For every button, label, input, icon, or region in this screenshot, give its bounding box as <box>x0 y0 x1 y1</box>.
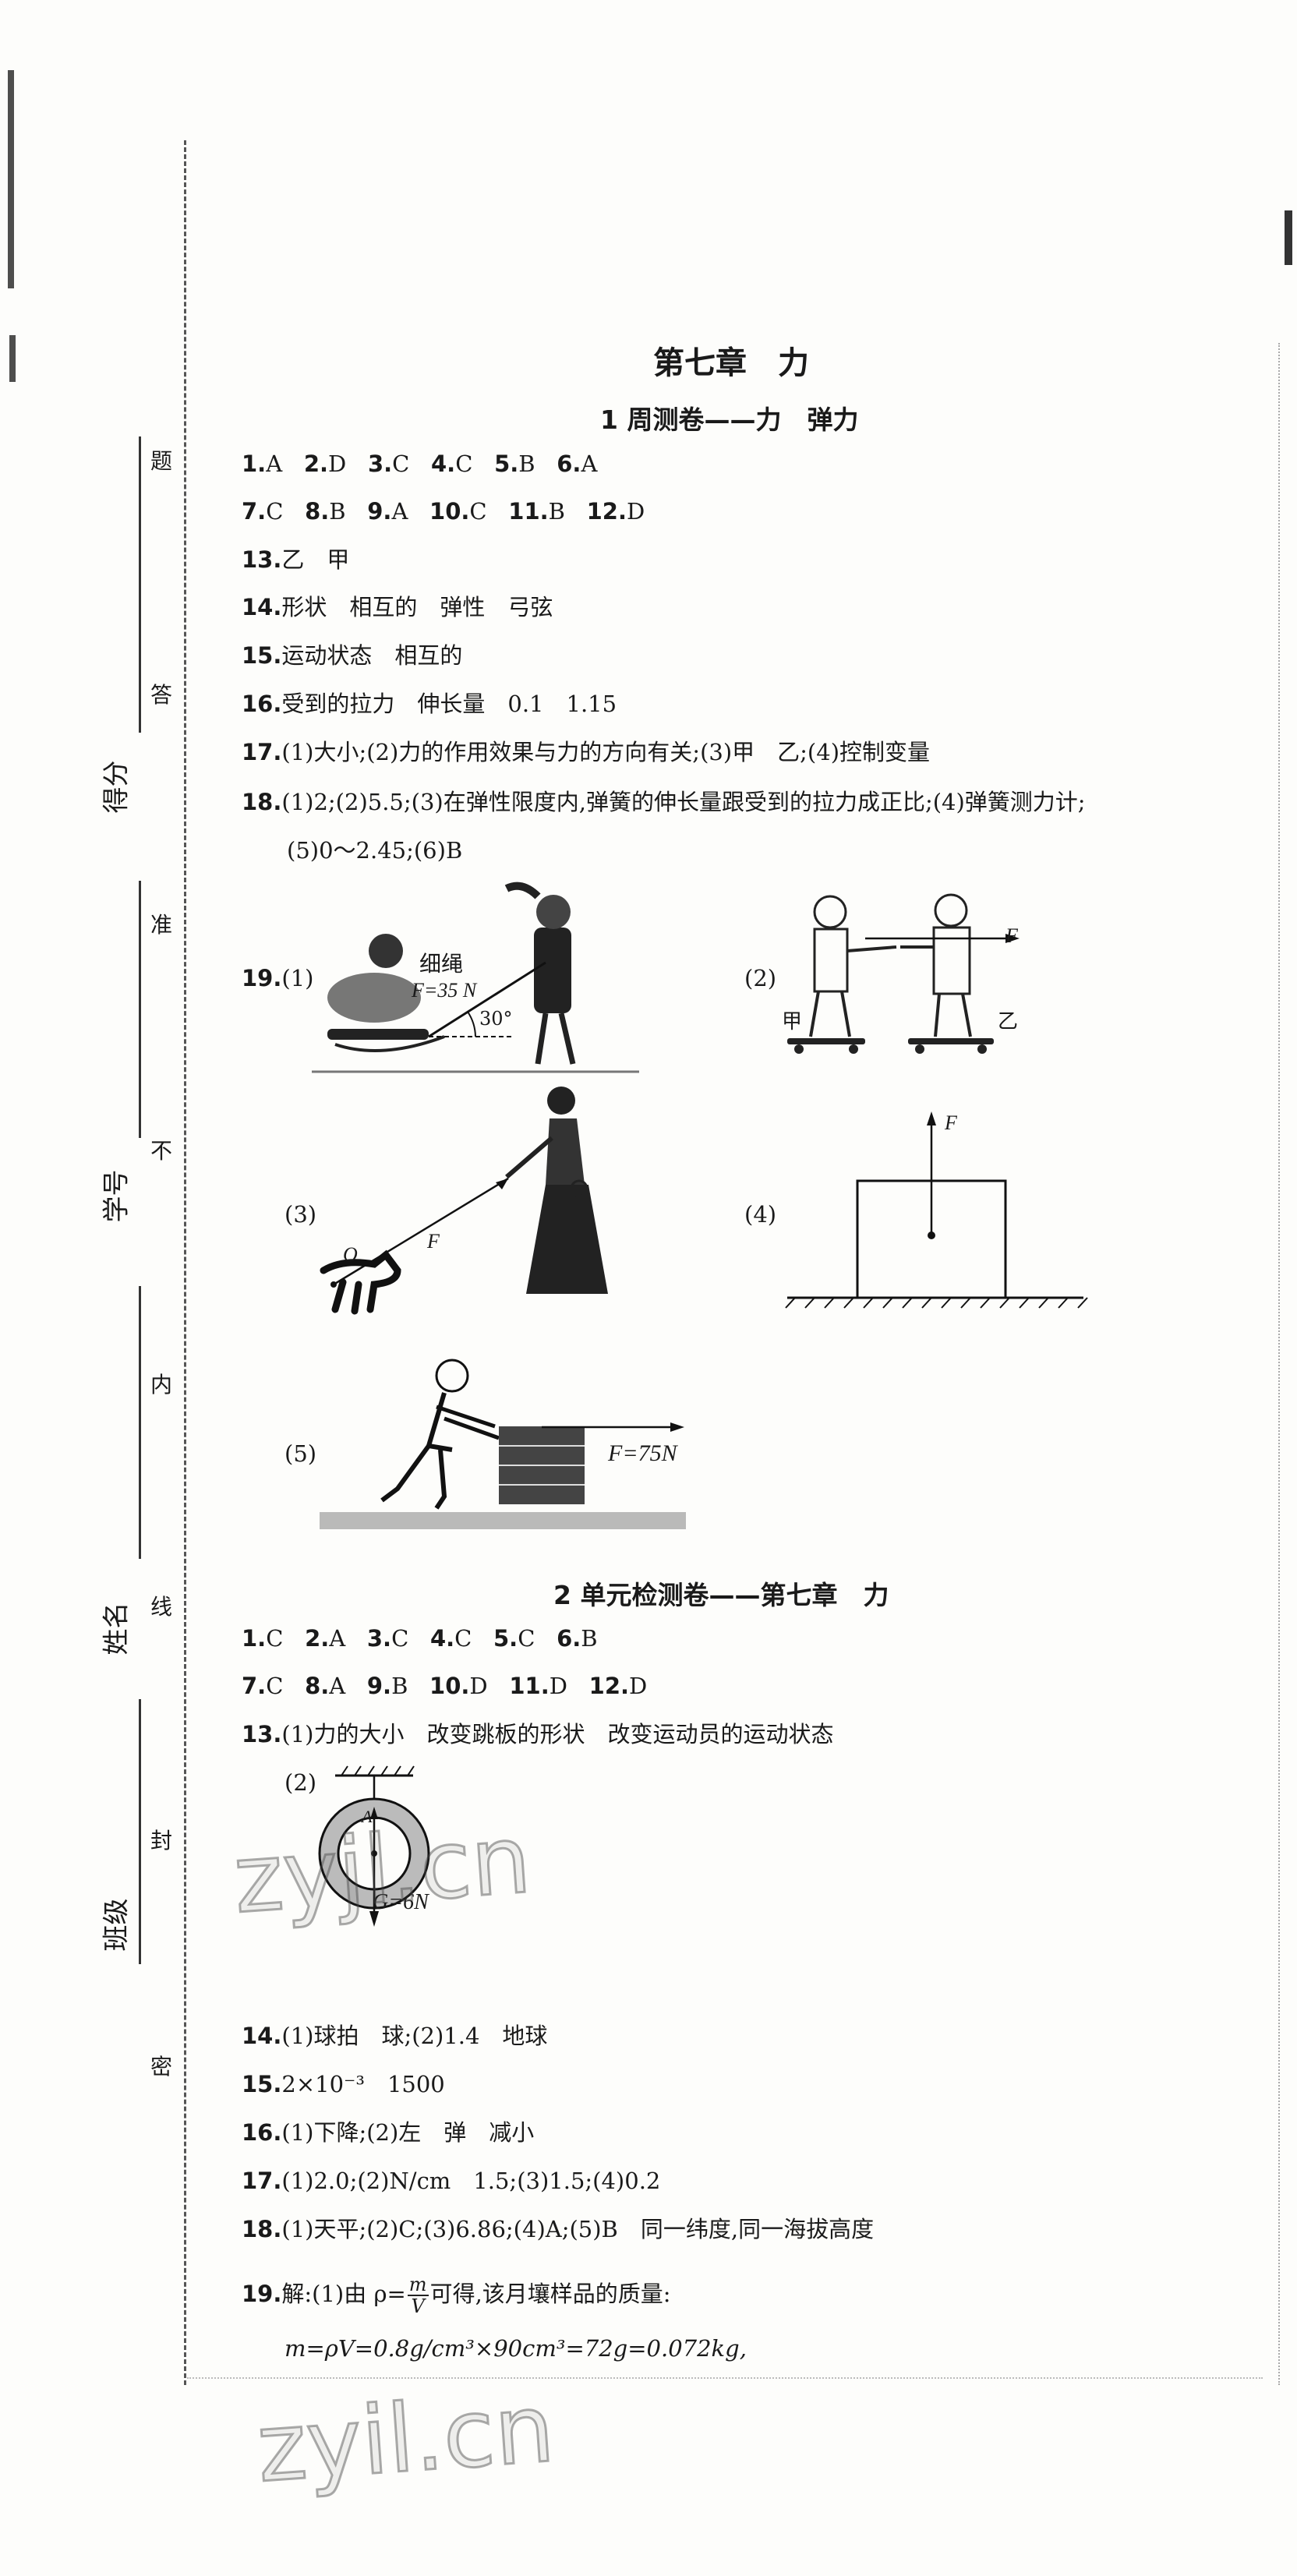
answer-16: 16.受到的拉力 伸长量 0.1 1.15 <box>242 691 617 717</box>
seal-char-da: 答 <box>150 682 173 708</box>
figure-ring-hanging <box>318 1765 430 1916</box>
seal-char-bu: 不 <box>150 1138 173 1164</box>
answer-2-19-calc: m=ρV=0.8g/cm³×90cm³=72g=0.072kg, <box>284 2335 747 2362</box>
seal-char-xian: 线 <box>150 1594 173 1620</box>
chapter-title: 第七章 力 <box>653 345 809 381</box>
answer-14: 14.形状 相互的 弹性 弓弦 <box>242 594 553 620</box>
answer-18-cont: (5)0～2.45;(6)B <box>287 837 463 864</box>
answer-15: 15.运动状态 相互的 <box>242 642 463 669</box>
student-id-underline <box>139 881 141 1138</box>
point-o-label: O <box>343 1243 358 1266</box>
force-f-label-4: F <box>945 1111 957 1134</box>
figure-dog-walk <box>320 1087 608 1315</box>
figure-5-label: (5) <box>284 1440 317 1467</box>
margin-dashed-line <box>184 140 186 2385</box>
person-jia-label: 甲 <box>782 1010 803 1034</box>
right-edge-mark <box>1285 210 1292 265</box>
figure-push-box <box>320 1359 686 1529</box>
point-a-label: A <box>362 1807 373 1826</box>
name-underline <box>139 1286 141 1559</box>
ring-gravity-arrow <box>369 1911 379 1927</box>
figure-2-label: (2) <box>744 965 777 991</box>
name-label: 姓名 <box>101 1602 133 1655</box>
answer-13: 13.乙 甲 <box>242 546 350 573</box>
seal-char-nei: 内 <box>150 1372 173 1398</box>
watermark: zyil.cn <box>253 2373 559 2504</box>
watermark: zyjl.cn <box>229 1804 535 1935</box>
answer-19: 19.(1) <box>242 965 314 991</box>
answer-2-13: 13.(1)力的大小 改变跳板的形状 改变运动员的运动状态 <box>242 1721 834 1747</box>
rope-label: 细绳 <box>419 951 464 977</box>
figure-block-on-ground <box>785 1111 1088 1309</box>
person-yi-label: 乙 <box>998 1010 1019 1034</box>
seal-char-zhun: 准 <box>150 912 173 938</box>
margin-edge-mark <box>9 335 16 382</box>
section-title: 1 周测卷——力 弹力 <box>600 405 859 435</box>
answer-2-15: 15.2×10⁻³ 1500 <box>242 2071 445 2097</box>
seal-char-mi: 密 <box>150 2054 173 2080</box>
answer-18: 18.(1)2;(2)5.5;(3)在弹性限度内,弹簧的伸长量跟受到的拉力成正比… <box>242 789 1086 815</box>
figure-sled-pull <box>312 882 639 1073</box>
class-label: 班级 <box>101 1898 133 1952</box>
figure-4-label: (4) <box>744 1201 777 1228</box>
force-f-label: F <box>1005 924 1018 947</box>
answer-2-16: 16.(1)下降;(2)左 弹 减小 <box>242 2119 535 2146</box>
gravity-6n-label: G=6N <box>373 1890 429 1914</box>
force-75n-label: F=75N <box>608 1440 677 1466</box>
angle-label: 30° <box>479 1008 513 1030</box>
force-35n-label: F=35 N <box>412 979 477 1002</box>
class-underline <box>139 1699 141 1964</box>
student-id-label: 学号 <box>101 1169 133 1223</box>
answer-2-18: 18.(1)天平;(2)C;(3)6.86;(4)A;(5)B 同一纬度,同一海… <box>242 2216 875 2242</box>
margin-edge-mark <box>8 70 14 288</box>
seal-char-feng: 封 <box>150 1828 173 1853</box>
right-divider <box>1278 343 1280 2385</box>
seal-char-ti: 题 <box>150 448 173 474</box>
answer-2-13-part2: (2) <box>284 1769 317 1796</box>
answer-row: 1.A 2.D 3.C 4.C 5.B 6.A <box>242 451 598 477</box>
answer-17: 17.(1)大小;(2)力的作用效果与力的方向有关;(3)甲 乙;(4)控制变量 <box>242 739 931 765</box>
figure-skateboard-push <box>787 893 1020 1054</box>
score-underline <box>139 436 141 733</box>
answer-2-17: 17.(1)2.0;(2)N/cm 1.5;(3)1.5;(4)0.2 <box>242 2168 661 2194</box>
section-title-2: 2 单元检测卷——第七章 力 <box>553 1580 889 1610</box>
force-f-label-3: F <box>427 1230 440 1253</box>
score-label: 得分 <box>101 760 133 814</box>
answer-row: 7.C 8.B 9.A 10.C 11.B 12.D <box>242 498 645 525</box>
answer-row: 1.C 2.A 3.C 4.C 5.C 6.B <box>242 1625 598 1652</box>
bottom-rule <box>187 2377 1263 2379</box>
answer-2-14: 14.(1)球拍 球;(2)1.4 地球 <box>242 2023 548 2049</box>
figure-3-label: (3) <box>284 1201 317 1228</box>
answer-row: 7.C 8.A 9.B 10.D 11.D 12.D <box>242 1673 648 1699</box>
